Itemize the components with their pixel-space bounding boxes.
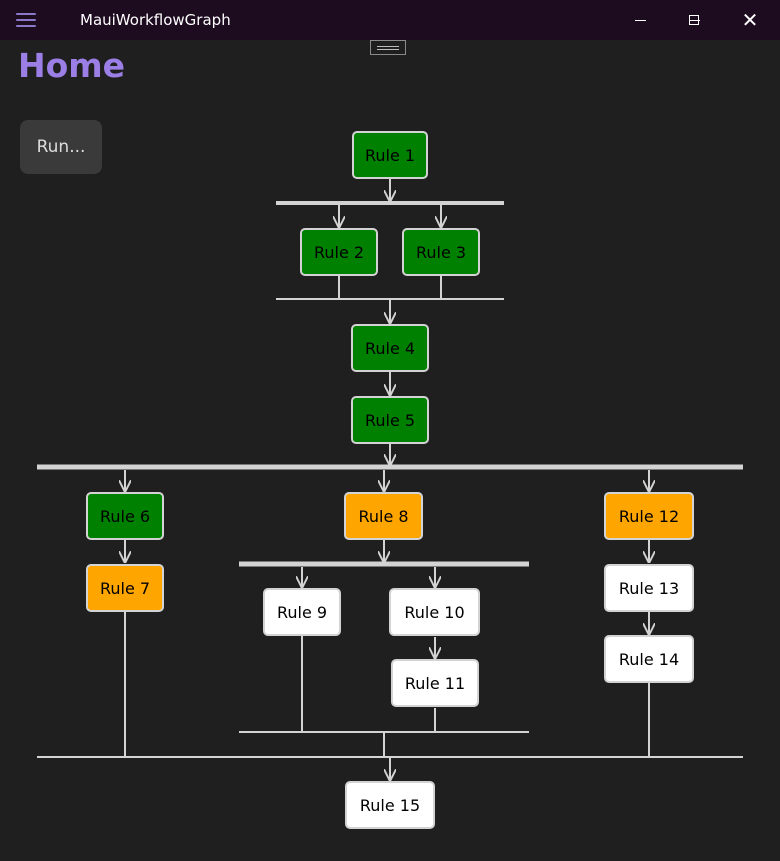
- node-box[interactable]: [86, 492, 164, 540]
- node-box[interactable]: [604, 492, 694, 540]
- node-box[interactable]: [391, 659, 479, 707]
- run-button[interactable]: Run...: [20, 120, 102, 174]
- node-rule-4[interactable]: Rule 4: [351, 324, 429, 372]
- node-label: Rule 8: [358, 507, 408, 526]
- node-label: Rule 7: [100, 579, 150, 598]
- node-label: Rule 10: [404, 603, 464, 622]
- node-rule-7[interactable]: Rule 7: [86, 564, 164, 612]
- node-box[interactable]: [351, 324, 429, 372]
- close-icon: ✕: [741, 8, 759, 32]
- node-box[interactable]: [402, 228, 480, 276]
- drag-handle[interactable]: [370, 40, 406, 55]
- node-box[interactable]: [352, 131, 428, 179]
- node-rule-11[interactable]: Rule 11: [391, 659, 479, 707]
- node-box[interactable]: [604, 635, 694, 683]
- node-label: Rule 5: [365, 411, 415, 430]
- node-rule-12[interactable]: Rule 12: [604, 492, 694, 540]
- node-box[interactable]: [86, 564, 164, 612]
- node-rule-1[interactable]: Rule 1: [352, 131, 428, 179]
- node-box[interactable]: [344, 492, 423, 540]
- maximize-button[interactable]: [666, 0, 722, 40]
- page-title: Home: [18, 46, 126, 85]
- node-box[interactable]: [263, 588, 341, 636]
- maximize-icon: [689, 15, 699, 25]
- minimize-icon: [634, 19, 646, 21]
- minimize-button[interactable]: [666, 0, 722, 40]
- node-label: Rule 4: [365, 339, 415, 358]
- node-rule-15[interactable]: Rule 15: [345, 781, 435, 829]
- graph-edges: [37, 179, 743, 780]
- node-rule-9[interactable]: Rule 9: [263, 588, 341, 636]
- node-label: Rule 14: [619, 650, 679, 669]
- hamburger-menu-icon[interactable]: [16, 13, 36, 27]
- node-label: Rule 3: [416, 243, 466, 262]
- title-bar: MauiWorkflowGraph ✕: [0, 0, 780, 40]
- node-rule-10[interactable]: Rule 10: [389, 588, 480, 636]
- node-rule-3[interactable]: Rule 3: [402, 228, 480, 276]
- node-rule-2[interactable]: Rule 2: [300, 228, 378, 276]
- window-title: MauiWorkflowGraph: [80, 11, 231, 29]
- node-label: Rule 15: [360, 796, 420, 815]
- node-label: Rule 12: [619, 507, 679, 526]
- close-button[interactable]: ✕: [722, 0, 778, 40]
- node-label: Rule 11: [405, 674, 465, 693]
- node-label: Rule 1: [365, 146, 415, 165]
- node-rule-5[interactable]: Rule 5: [351, 396, 429, 444]
- node-label: Rule 13: [619, 579, 679, 598]
- node-label: Rule 6: [100, 507, 150, 526]
- node-box[interactable]: [300, 228, 378, 276]
- node-label: Rule 9: [277, 603, 327, 622]
- node-rule-8[interactable]: Rule 8: [344, 492, 423, 540]
- minimize-button-area[interactable]: [612, 0, 668, 40]
- node-box[interactable]: [351, 396, 429, 444]
- node-box[interactable]: [389, 588, 480, 636]
- node-box[interactable]: [345, 781, 435, 829]
- node-label: Rule 2: [314, 243, 364, 262]
- node-rule-13[interactable]: Rule 13: [604, 564, 694, 612]
- node-rule-6[interactable]: Rule 6: [86, 492, 164, 540]
- node-rule-14[interactable]: Rule 14: [604, 635, 694, 683]
- node-box[interactable]: [604, 564, 694, 612]
- minimize-icon: [688, 19, 700, 21]
